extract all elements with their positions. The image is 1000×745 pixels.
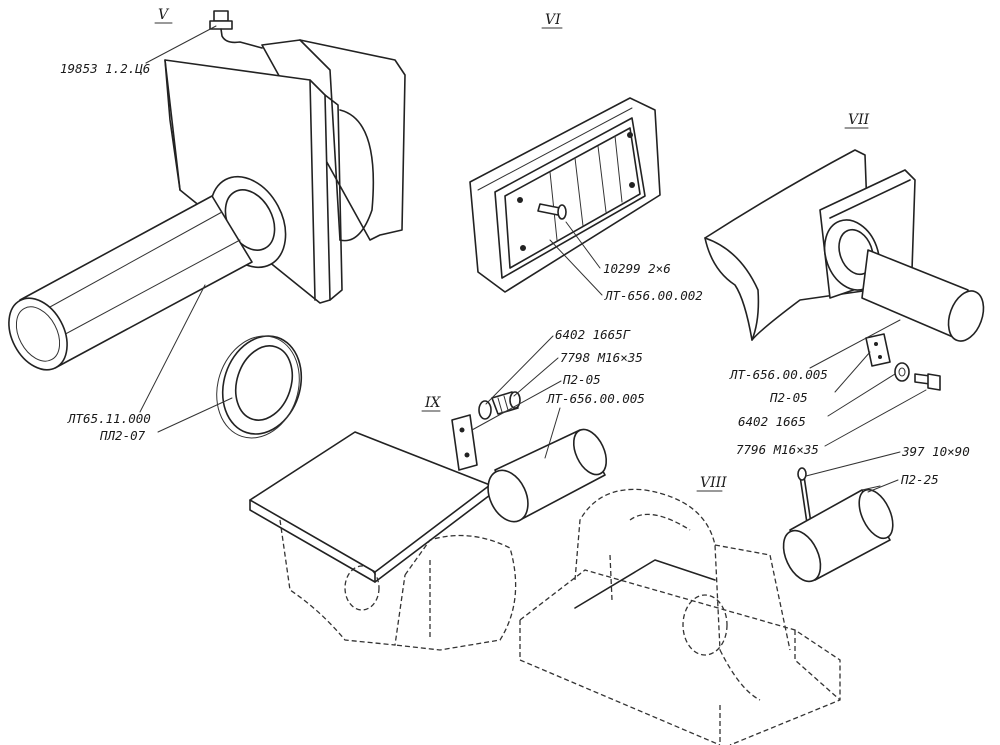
grease-fitting [209,10,263,49]
washer-ix [478,400,492,420]
view-label-vi: VI [545,12,561,28]
washer-vii [894,362,910,382]
callout-vii-pin: ЛТ-656.00.005 [729,367,828,382]
view-ix [249,391,608,651]
callout-vii-lockplate: П2-05 [769,390,808,405]
screw-10299 [537,203,567,220]
callout-viii-pin: П2-25 [900,472,939,487]
bolt-vii [914,373,941,391]
spacer-ring [216,335,303,439]
lockplate-vii [865,333,891,367]
bolt-ix [491,391,521,415]
lockplate-ix [451,414,478,471]
callout-vi-screw: 10299 2×6 [603,261,671,276]
callout-v-bolt: 19853 1.2.Ц6 [60,61,150,76]
pin-ix [487,428,608,523]
callout-ix-bolt: 7798 М16×35 [560,350,643,365]
callout-vi-plate: ЛТ-656.00.002 [604,288,703,303]
callout-vii-bolt: 7796 М16×35 [736,442,819,457]
view-v [8,10,406,371]
view-viii [519,467,894,745]
pin-viii [782,485,894,583]
callout-vii-washer: 6402 1665 [738,414,806,429]
view-vii [704,149,985,391]
pin-ЛТ65 [8,195,253,371]
callout-ix-lockplate: П2-05 [562,372,601,387]
pin-vii [861,249,985,342]
callout-v-ring: ПЛ2-07 [99,428,146,443]
view-label-vii: VII [848,112,870,128]
callout-ix-pin: ЛТ-656.00.005 [546,391,645,406]
callout-v-pin: ЛТ65.11.000 [67,411,151,426]
view-label-v: V [158,7,170,23]
view-label-viii: VIII [700,475,727,491]
view-vi [469,97,661,293]
callout-ix-washer: 6402 1665Г [555,327,631,342]
callout-viii-cotter: 397 10×90 [901,444,970,459]
view-label-ix: IX [424,395,442,411]
